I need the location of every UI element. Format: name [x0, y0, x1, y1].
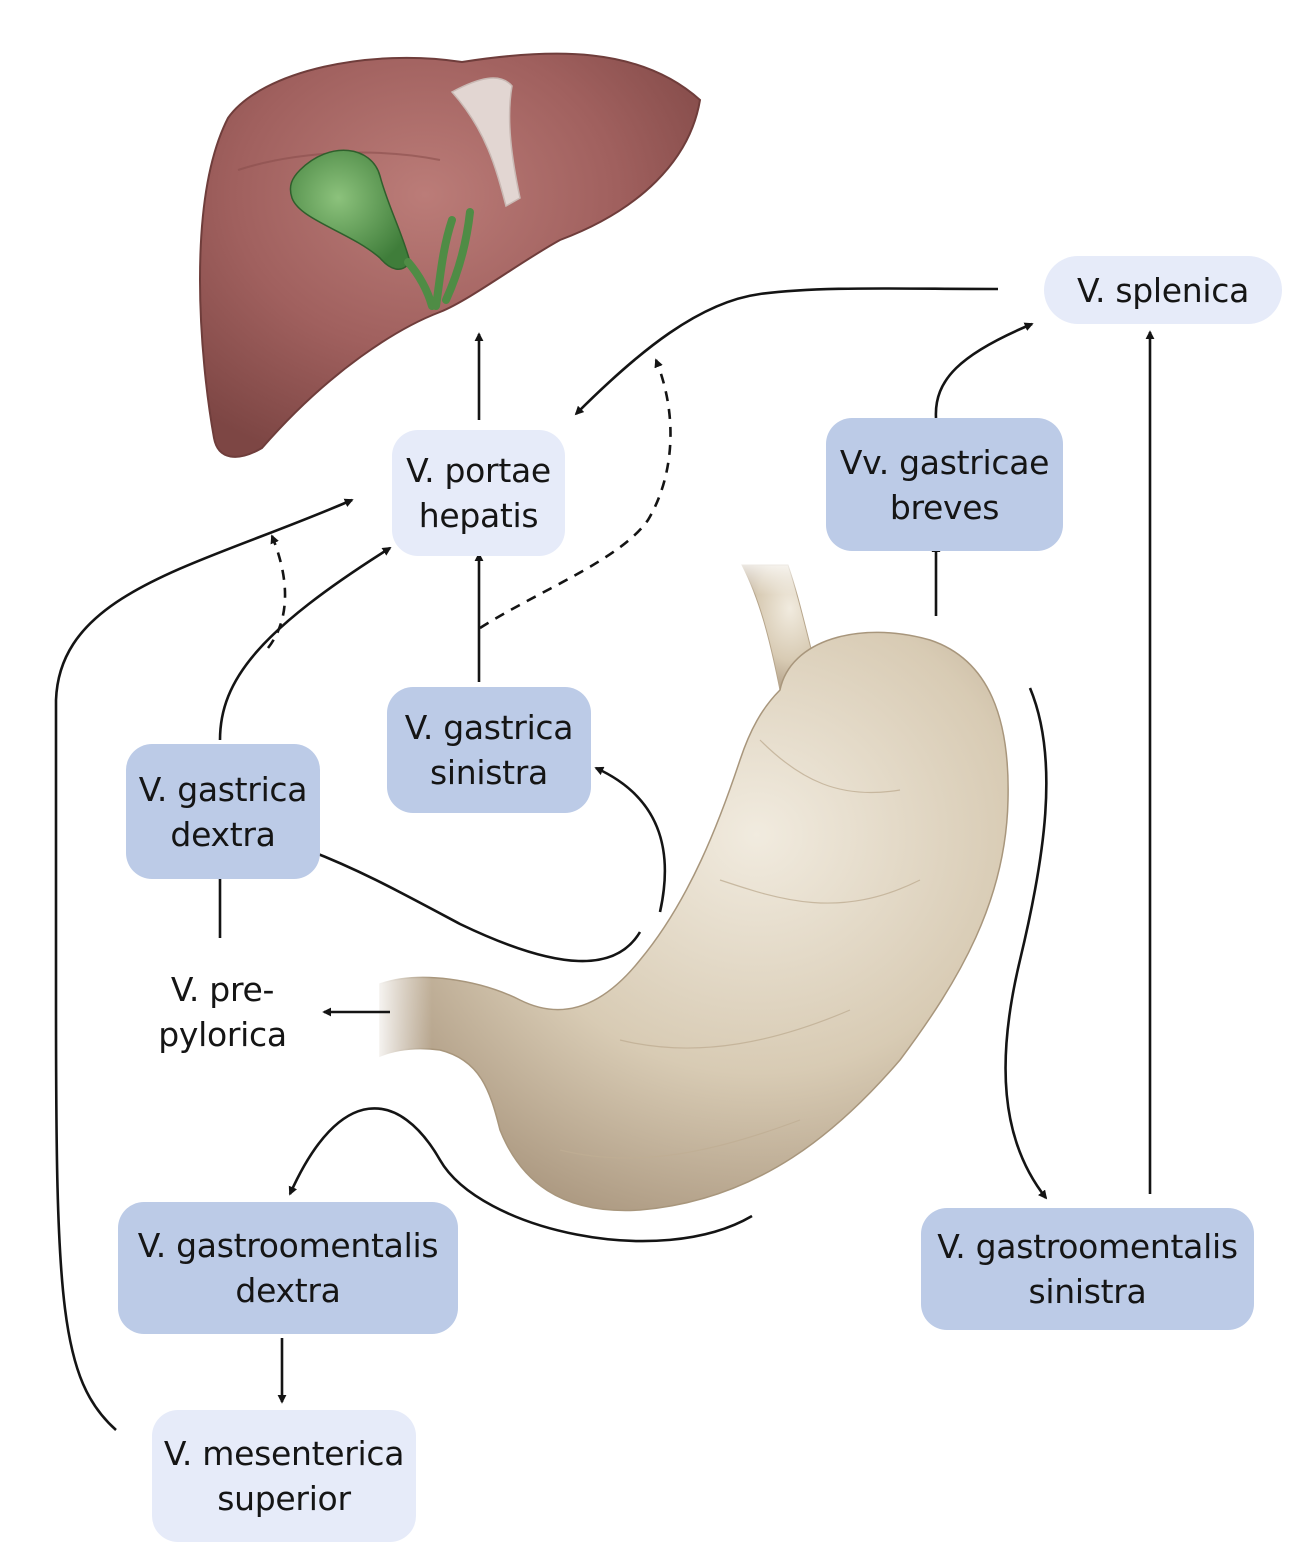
node-label: breves: [889, 487, 1000, 527]
edge-mesenterica-superior-to-portae: [54, 498, 354, 1431]
edge-stomach-to-gastroomentalis-sinistra: [1004, 687, 1048, 1200]
node-label: sinistra: [1028, 1272, 1147, 1311]
edge-stomach-to-gastroomentalis-dextra: [288, 1107, 753, 1243]
edge-stomach-to-gastrica-dextra: [306, 848, 642, 963]
gallbladder-shape: [289, 149, 411, 270]
liver-shape: [199, 52, 702, 458]
edge-gastricae-breves-to-splenica: [934, 322, 1034, 419]
node-v-portae-hepatis: V. portae hepatis: [392, 430, 565, 556]
node-label: hepatis: [418, 496, 539, 535]
node-label: V. portae: [406, 451, 551, 490]
edge-layer: [54, 287, 1155, 1431]
node-label: pylorica: [158, 1015, 287, 1054]
stomach-shape: [379, 631, 1009, 1212]
node-v-prepylorica: V. pre- pylorica: [140, 965, 305, 1059]
node-label: dextra: [235, 1271, 341, 1310]
stomach-illustration: [372, 555, 1009, 1212]
node-v-gastrica-sinistra: V. gastrica sinistra: [387, 687, 591, 813]
liver-illustration: [199, 52, 702, 458]
node-label: dextra: [170, 814, 276, 854]
node-label: V. gastroomentalis: [137, 1226, 439, 1265]
node-label: V. mesenterica: [163, 1434, 405, 1473]
edge-gastrica-sinistra-to-splenica: [479, 358, 672, 630]
node-label: V. gastrica: [404, 708, 574, 747]
falciform-ligament: [450, 77, 521, 208]
node-v-mesenterica-superior: V. mesenterica superior: [152, 1410, 416, 1542]
node-v-gastroomentalis-sinistra: V. gastroomentalis sinistra: [921, 1208, 1254, 1330]
bile-ducts: [404, 208, 474, 310]
node-label: V. gastroomentalis: [937, 1227, 1238, 1266]
node-label: superior: [217, 1479, 351, 1518]
node-label: V. gastrica: [138, 769, 308, 809]
node-v-gastrica-dextra: V. gastrica dextra: [126, 744, 320, 879]
edge-stomach-to-gastrica-sinistra: [594, 766, 667, 913]
node-label: Vv. gastricae: [839, 442, 1050, 482]
node-v-gastroomentalis-dextra: V. gastroomentalis dextra: [118, 1202, 458, 1334]
node-vv-gastricae-breves: Vv. gastricae breves: [826, 418, 1063, 551]
node-label: V. splenica: [1076, 270, 1250, 310]
edge-splenica-to-portae: [574, 287, 999, 416]
edge-gastrica-dextra-to-portae: [218, 546, 392, 741]
node-v-splenica: V. splenica: [1044, 256, 1282, 324]
node-label: V. pre-: [170, 970, 275, 1009]
stomach-vessels: [559, 739, 921, 1159]
node-label: sinistra: [430, 753, 548, 792]
